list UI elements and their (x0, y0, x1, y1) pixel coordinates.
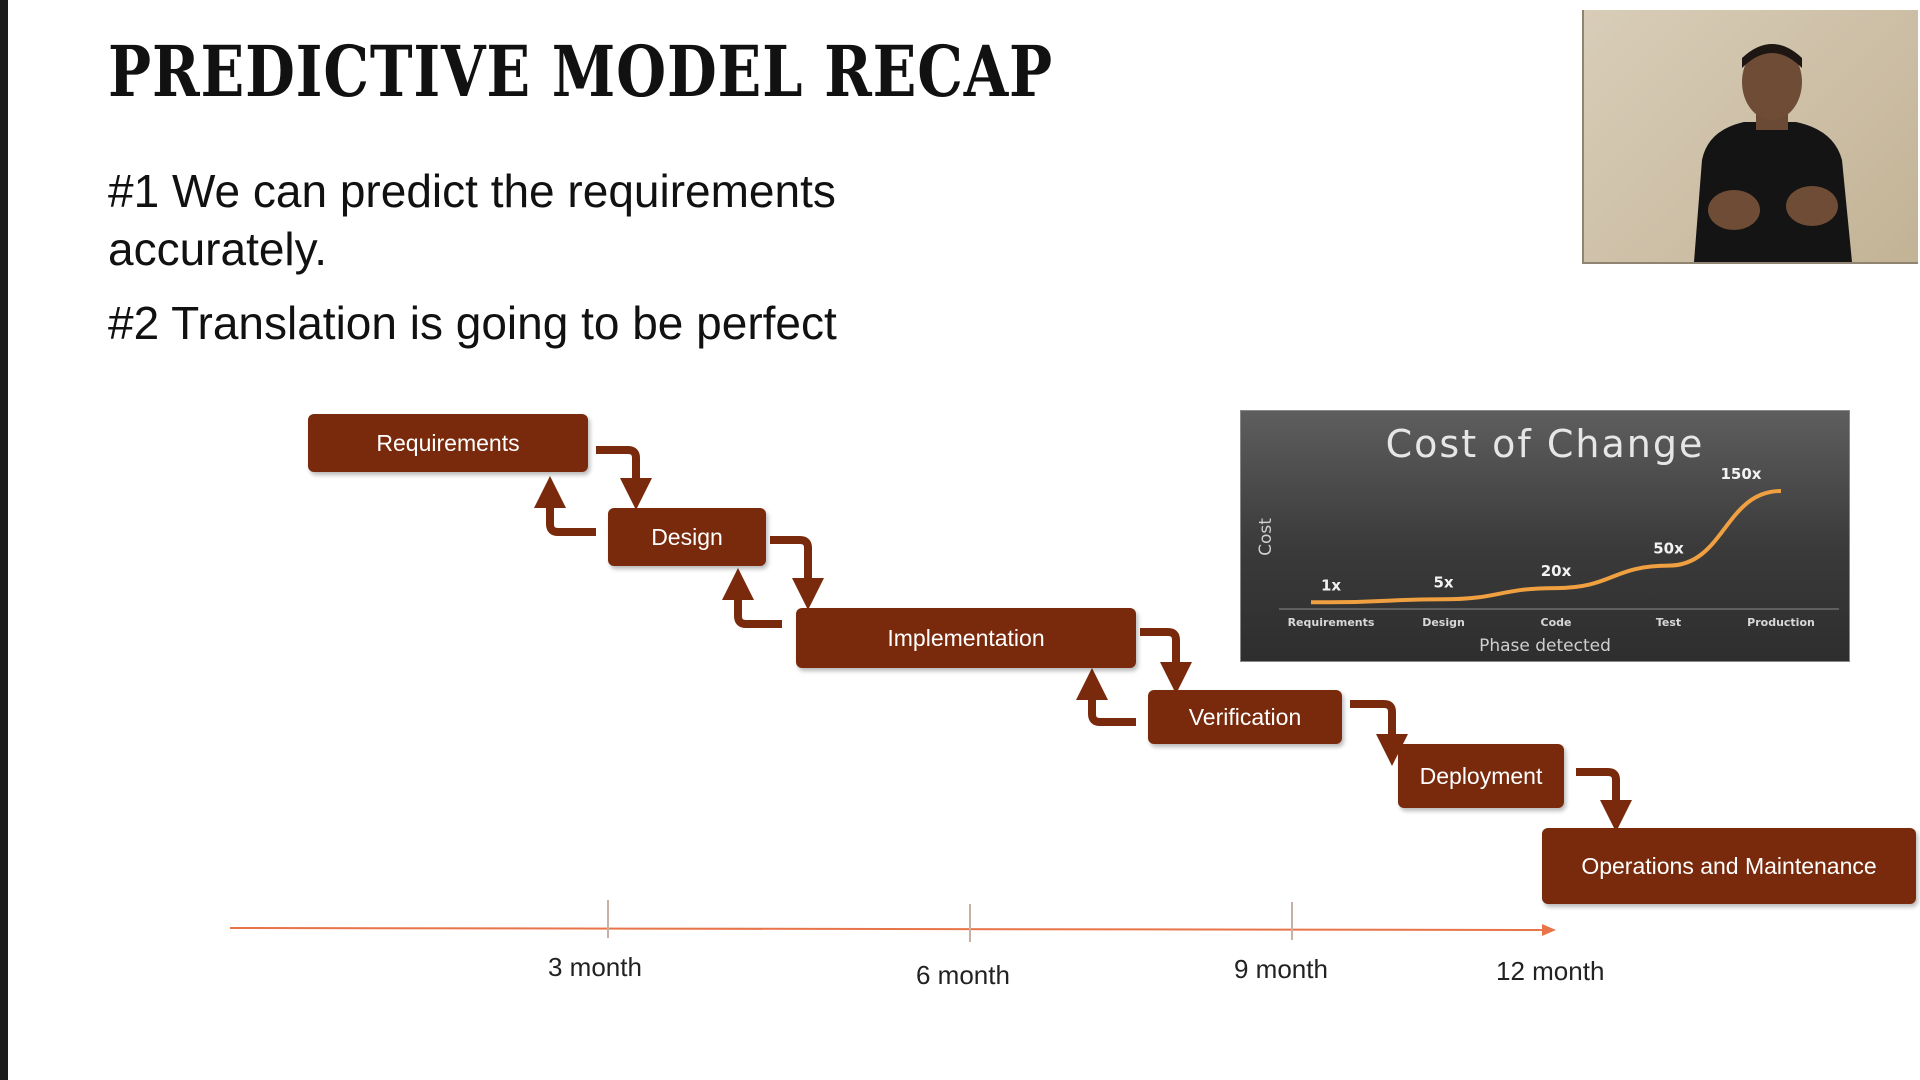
timeline-arrowhead (1542, 924, 1556, 936)
phase-implementation: Implementation (796, 608, 1136, 668)
tick-label-3-month: 3 month (548, 952, 642, 982)
phase-verification: Verification (1148, 690, 1342, 744)
cost-of-change-chart: Cost of Change Cost Phase detected Requi… (1240, 410, 1850, 662)
cost-curve (1311, 489, 1782, 605)
phase-operations-maintenance: Operations and Maintenance (1542, 828, 1916, 904)
phase-requirements: Requirements (308, 414, 588, 472)
chart-category-label: Production (1747, 616, 1815, 629)
chart-data-label: 150x (1721, 465, 1762, 483)
chart-category-label: Design (1422, 616, 1465, 629)
chart-data-label: 50x (1653, 540, 1684, 558)
cost-chart-svg: Cost of Change Cost Phase detected Requi… (1256, 422, 1839, 656)
slide-title: PREDICTIVE MODEL RECAP (108, 30, 1054, 113)
chart-data-label: 1x (1321, 576, 1341, 594)
chart-data-label: 20x (1541, 562, 1572, 580)
chart-category-label: Code (1541, 616, 1572, 629)
tick-label-12-month: 12 month (1496, 956, 1605, 986)
tick-label-9-month: 9 month (1234, 954, 1328, 984)
chart-category-label: Requirements (1288, 616, 1375, 629)
phase-deployment: Deployment (1398, 744, 1564, 808)
chart-data-label: 5x (1433, 573, 1453, 591)
tick-label-6-month: 6 month (916, 960, 1010, 990)
timeline-line (229, 927, 1543, 931)
chart-x-label: Phase detected (1479, 636, 1611, 656)
chart-category-label: Test (1656, 616, 1681, 629)
chart-y-label: Cost (1256, 518, 1276, 556)
presenter-figure (1694, 44, 1852, 262)
bullet-2: #2 Translation is going to be perfect (108, 297, 837, 349)
chart-title: Cost of Change (1386, 422, 1705, 466)
phase-design: Design (608, 508, 766, 566)
bullet-1: #1 We can predict the requirements accur… (108, 165, 836, 275)
left-edge-bar (0, 0, 8, 1080)
presenter-video[interactable] (1582, 10, 1918, 264)
